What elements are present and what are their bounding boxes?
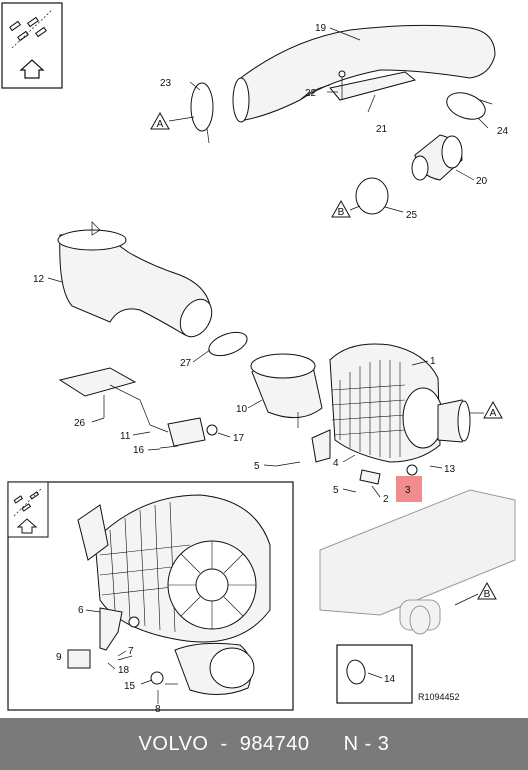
- intake-duct-12: [57, 221, 213, 338]
- footer-brand: VOLVO: [138, 733, 209, 755]
- callout-21: 21: [376, 124, 388, 135]
- seal-ring-27: [208, 331, 248, 357]
- callout-26: 26: [74, 418, 86, 429]
- callout-4: 4: [333, 458, 339, 469]
- prefilter-10: [250, 353, 323, 428]
- svg-text:A: A: [490, 408, 497, 419]
- callout-5-upper: 5: [254, 461, 260, 472]
- leader-lines: [47, 27, 489, 704]
- callout-22: 22: [305, 88, 317, 99]
- callout-12: 12: [33, 274, 45, 285]
- callout-7: 7: [128, 646, 134, 657]
- svg-text:A: A: [157, 119, 164, 130]
- callout-27: 27: [180, 358, 192, 369]
- clamp-25: [355, 177, 389, 215]
- callout-18: 18: [118, 665, 130, 676]
- view-marker-a-top: A: [150, 111, 195, 130]
- callout-24: 24: [497, 126, 509, 137]
- callout-23: 23: [160, 78, 172, 89]
- callout-6: 6: [78, 605, 84, 616]
- callout-1: 1: [430, 356, 436, 367]
- callout-2: 2: [383, 494, 389, 505]
- bracket-26: [58, 367, 218, 449]
- air-mass-sensor-20: [411, 134, 463, 181]
- callout-13: 13: [444, 464, 456, 475]
- svg-text:B: B: [484, 589, 491, 600]
- view-marker-a-right: A: [470, 400, 503, 419]
- bracket-21: [329, 70, 417, 101]
- callout-10: 10: [236, 404, 248, 415]
- up-arrow-icon: [19, 59, 45, 79]
- clamp-23: [190, 82, 214, 144]
- callout-20: 20: [476, 176, 488, 187]
- callout-14: 14: [384, 674, 396, 685]
- orientation-inset-top: [1, 2, 63, 89]
- inset-part-14: [336, 644, 413, 704]
- parts-diagram: A B A B: [1, 2, 516, 715]
- callout-19: 19: [315, 23, 327, 34]
- view-marker-b-right: B: [454, 581, 497, 606]
- callout-11: 11: [120, 431, 131, 442]
- callout-9: 9: [56, 652, 62, 663]
- intake-pipe-19: [232, 24, 496, 123]
- highlight-part-3: [396, 476, 422, 502]
- reference-number: R1094452: [418, 692, 460, 702]
- engine-outline: [319, 489, 516, 635]
- callout-5-lower: 5: [333, 485, 339, 496]
- footer-page: N - 3: [343, 733, 390, 755]
- footer-separator: -: [220, 733, 228, 755]
- callout-17: 17: [233, 433, 245, 444]
- callout-16: 16: [133, 445, 145, 456]
- footer-part-number: 984740: [239, 733, 310, 755]
- clamp-24: [446, 92, 493, 120]
- detail-inset: [7, 481, 294, 711]
- svg-text:B: B: [338, 207, 345, 218]
- view-marker-b-top: B: [331, 199, 361, 218]
- callout-8: 8: [155, 704, 161, 715]
- air-filter-housing-1: [275, 343, 471, 485]
- callout-3: 3: [405, 485, 411, 496]
- callout-25: 25: [406, 210, 418, 221]
- footer-bar: VOLVO - 984740 N - 3: [0, 718, 528, 770]
- callout-15: 15: [124, 681, 136, 692]
- up-arrow-icon: [16, 518, 38, 534]
